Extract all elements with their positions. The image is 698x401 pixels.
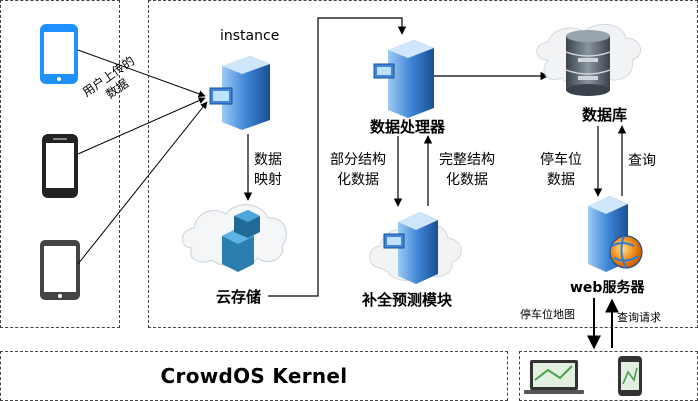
parking-data-label: 停车位数据: [540, 152, 582, 188]
tablet-gray-icon: [40, 240, 80, 300]
phone-map-icon: [618, 356, 642, 396]
data-processor-server-icon: [373, 40, 434, 118]
cloud-storage-icon: [182, 204, 287, 272]
web-server-icon: [588, 196, 643, 272]
instance-label: instance: [220, 28, 280, 44]
data-processor-label: 数据处理器: [370, 118, 446, 136]
phone-black-icon: [42, 134, 78, 198]
phone-blue-icon: [40, 24, 78, 84]
query-request-label: 查询请求: [617, 311, 661, 324]
cloud-storage-label: 云存储: [216, 288, 262, 306]
database-icon: [536, 23, 641, 96]
database-label: 数据库: [582, 106, 628, 124]
parking-map-label: 停车位地图: [520, 308, 575, 321]
laptop-map-icon: [524, 360, 584, 394]
user-devices-region: [0, 0, 120, 328]
partial-structured-label: 部分结构化数据: [330, 152, 386, 188]
completion-module-server-icon: [369, 212, 462, 284]
instance-server-icon: [209, 56, 270, 130]
data-mapping-label: 数据映射: [254, 152, 282, 188]
query-label: 查询: [628, 153, 656, 169]
complete-structured-label: 完整结构化数据: [439, 152, 495, 188]
completion-module-label: 补全预测模块: [362, 291, 453, 309]
kernel-label: CrowdOS Kernel: [160, 364, 348, 388]
web-server-label: web服务器: [570, 280, 645, 296]
